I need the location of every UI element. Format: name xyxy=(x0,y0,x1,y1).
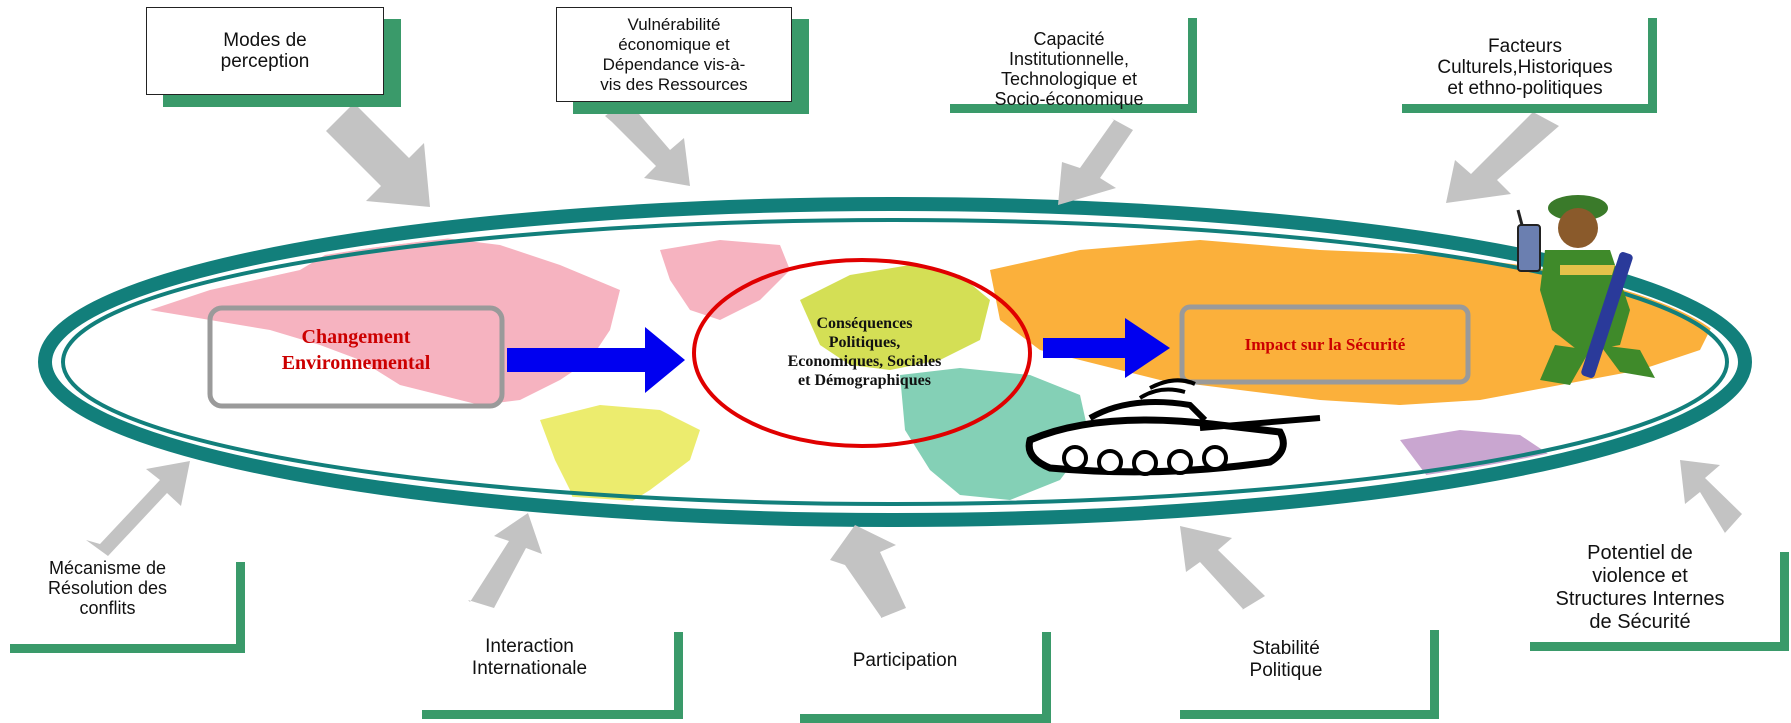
arrow-participation xyxy=(830,525,906,618)
world-map-icon xyxy=(57,216,1733,508)
arrow-stabilite xyxy=(1180,526,1265,610)
arrow-potentiel xyxy=(1680,460,1742,534)
factor-participation: Participation xyxy=(800,632,1051,723)
tank-icon xyxy=(1025,378,1321,476)
arrow-facteurs xyxy=(1446,112,1559,203)
factor-label: Interaction Internationale xyxy=(471,636,588,679)
factor-capacite-institutionnelle: Capacité Institutionnelle, Technologique… xyxy=(950,18,1197,113)
change-box xyxy=(207,305,505,409)
blue-arrow-1 xyxy=(507,327,685,393)
arrow-vulnerabilite xyxy=(605,100,690,186)
impact-box xyxy=(1179,304,1471,385)
arrow-modes xyxy=(326,103,430,207)
consequences-label: Conséquences Politiques, Economiques, So… xyxy=(787,315,942,389)
arrow-capacite xyxy=(1058,118,1133,205)
factor-label: Capacité Institutionnelle, Technologique… xyxy=(994,29,1144,109)
factor-label: Facteurs Culturels,Historiques et ethno-… xyxy=(1437,36,1613,99)
factor-label: Modes de perception xyxy=(220,30,310,72)
impact-label: Impact sur la Sécurité xyxy=(1244,335,1406,354)
factor-arrows-bottom xyxy=(86,460,1742,618)
factor-label: Vulnérabilité économique et Dépendance v… xyxy=(600,14,748,94)
soldier-icon xyxy=(1516,195,1655,385)
factor-facteurs-culturels: Facteurs Culturels,Historiques et ethno-… xyxy=(1402,18,1657,113)
factor-label: Mécanisme de Résolution des conflits xyxy=(47,558,168,618)
factor-mecanisme-resolution: Mécanisme de Résolution des conflits xyxy=(10,558,245,653)
oval-frame xyxy=(38,197,1752,527)
factor-label: Potentiel de violence et Structures Inte… xyxy=(1555,542,1725,633)
factor-modes-de-perception: Modes de perception xyxy=(146,7,384,95)
factor-stabilite-politique: Stabilité Politique xyxy=(1180,630,1439,719)
factor-interaction-internationale: Interaction Internationale xyxy=(422,632,683,719)
arrow-interaction xyxy=(468,513,542,608)
blue-arrow-2 xyxy=(1043,318,1170,378)
factor-vulnerabilite-economique: Vulnérabilité économique et Dépendance v… xyxy=(556,7,792,102)
change-label: Changement Environnemental xyxy=(281,326,431,374)
consequences-circle xyxy=(692,258,1032,448)
factor-label: Stabilité Politique xyxy=(1249,638,1323,681)
factor-potentiel-violence: Potentiel de violence et Structures Inte… xyxy=(1530,542,1789,651)
factor-arrows-top xyxy=(326,100,1559,207)
factor-label: Participation xyxy=(852,650,958,671)
arrow-mecanisme xyxy=(86,461,190,556)
